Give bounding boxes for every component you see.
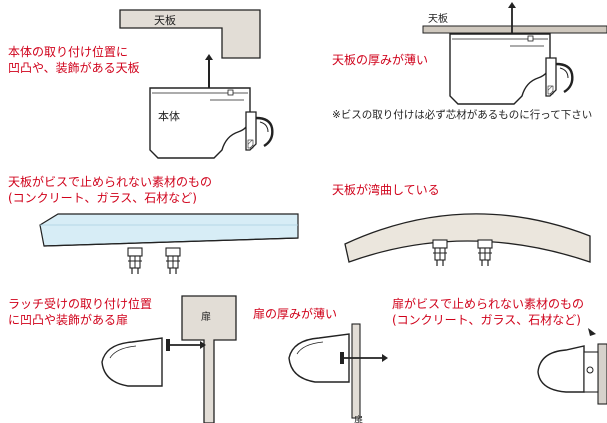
caption-line: 扉がビスで止められない素材のもの [392,297,585,311]
caption-uneven-door: ラッチ受けの取り付け位置 に凹凸や装飾がある扉 [8,296,152,328]
caption-line: 扉の厚みが薄い [253,307,338,321]
latch-icon [244,110,274,152]
caption-unscrewable-tabletop: 天板がビスで止められない素材のもの (コンクリート、ガラス、石材など) [8,174,212,206]
clip-icon [477,239,493,267]
thin-tabletop-drawing: 天板 [422,2,607,105]
clip-icon [165,247,181,275]
uneven-tabletop-drawing: 天板 本体 [119,9,274,159]
tabletop-label: 天板 [428,12,448,25]
body-label: 本体 [158,109,180,123]
caption-unscrewable-door: 扉がビスで止められない素材のもの (コンクリート、ガラス、石材など) [392,296,584,328]
glass-tabletop-drawing [39,213,299,275]
caption-line: に凹凸や装飾がある扉 [8,313,129,327]
clip-icon [127,247,143,275]
caption-line: 天板がビスで止められない素材のもの [8,175,213,189]
thin-door-drawing: 扉 [288,323,388,423]
caption-line: (コンクリート、ガラス、石材など) [8,191,197,205]
caption-curved-tabletop: 天板が湾曲している [332,182,440,198]
curved-tabletop-drawing [344,213,591,267]
uneven-door-drawing: 扉 [101,295,237,423]
caption-line: ラッチ受けの取り付け位置 [8,297,153,311]
unit-body [449,33,551,105]
caption-line: 本体の取り付け位置に [8,45,129,59]
screw-icon [340,352,388,364]
arrow-icon [588,328,596,336]
caption-uneven-tabletop: 本体の取り付け位置に 凹凸や、装飾がある天板 [8,44,140,76]
screw-icon [203,54,215,91]
caption-line: 天板が湾曲している [332,183,440,197]
screw-note: ※ビスの取り付けは必ず芯材があるものに行って下さい [332,109,593,121]
unit-body [149,87,251,159]
door-label: 扉 [354,414,363,423]
door-label: 扉 [201,310,211,323]
latch-catch [101,337,163,387]
unscrewable-door-drawing [537,328,607,405]
caption-line: 凹凸や、装飾がある天板 [8,61,140,75]
caption-line: 天板の厚みが薄い [332,53,429,67]
tabletop-label: 天板 [154,13,176,27]
latch-icon [544,56,574,98]
caption-thin-tabletop: 天板の厚みが薄い [332,52,428,68]
clip-icon [432,239,448,267]
screw-icon [166,339,206,351]
caption-thin-door: 扉の厚みが薄い [253,306,337,322]
caption-line: (コンクリート、ガラス、石材など) [392,313,581,327]
